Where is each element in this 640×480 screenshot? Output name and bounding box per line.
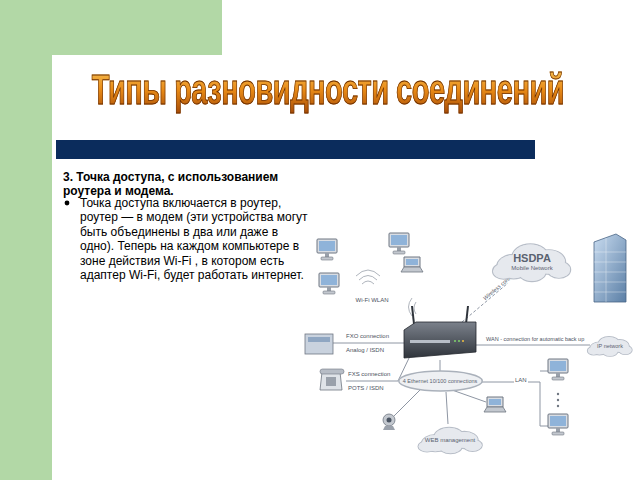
telephone [320,369,344,390]
bubble-node: 4 Ethernet 10/100 connections [397,370,484,392]
top-band [0,0,222,55]
network-label: Wi-Fi WLAN [352,297,392,304]
node-title: HSDPA [513,252,551,265]
cloud-node: IP network [586,334,634,358]
wifi-laptop [401,257,423,272]
router [404,306,476,358]
lan-computer [548,359,568,380]
side-band [0,0,52,480]
network-label: LAN [514,377,528,384]
port-label: FXO connection [346,333,389,340]
more-dots [557,393,559,407]
port-label: Analog / ISDN [346,347,384,354]
analog-gateway [305,334,333,354]
building [594,234,626,302]
port-label: WAN - connection for automatic back up [486,336,584,343]
wifi-computer [319,273,339,294]
section-heading: 3. Точка доступа, с использованием роуте… [63,170,319,199]
port-label: POTS / ISDN [348,385,384,392]
node-title: WEB management [425,437,475,444]
cloud-node: HSDPAMobile Network [490,239,574,285]
wifi-computer [389,233,409,254]
title-bar [56,140,535,159]
web-camera [383,414,395,430]
bullet [65,201,70,206]
lan-computer [548,414,568,435]
node-title: IP network [597,343,623,349]
cloud-node: WEB management [416,424,485,456]
lan-laptop [484,397,506,412]
bullet-text: Точка доступа включается в роутер, роуте… [80,196,312,282]
slide-title: Типы разновидности соединений [78,66,578,114]
wifi-waves [356,270,416,316]
node-title: 4 Ethernet 10/100 connections [403,378,478,384]
node-subtitle: Mobile Network [511,265,552,272]
wires [333,283,590,426]
port-label: FXS connection [348,371,390,378]
wifi-computer [317,239,337,260]
